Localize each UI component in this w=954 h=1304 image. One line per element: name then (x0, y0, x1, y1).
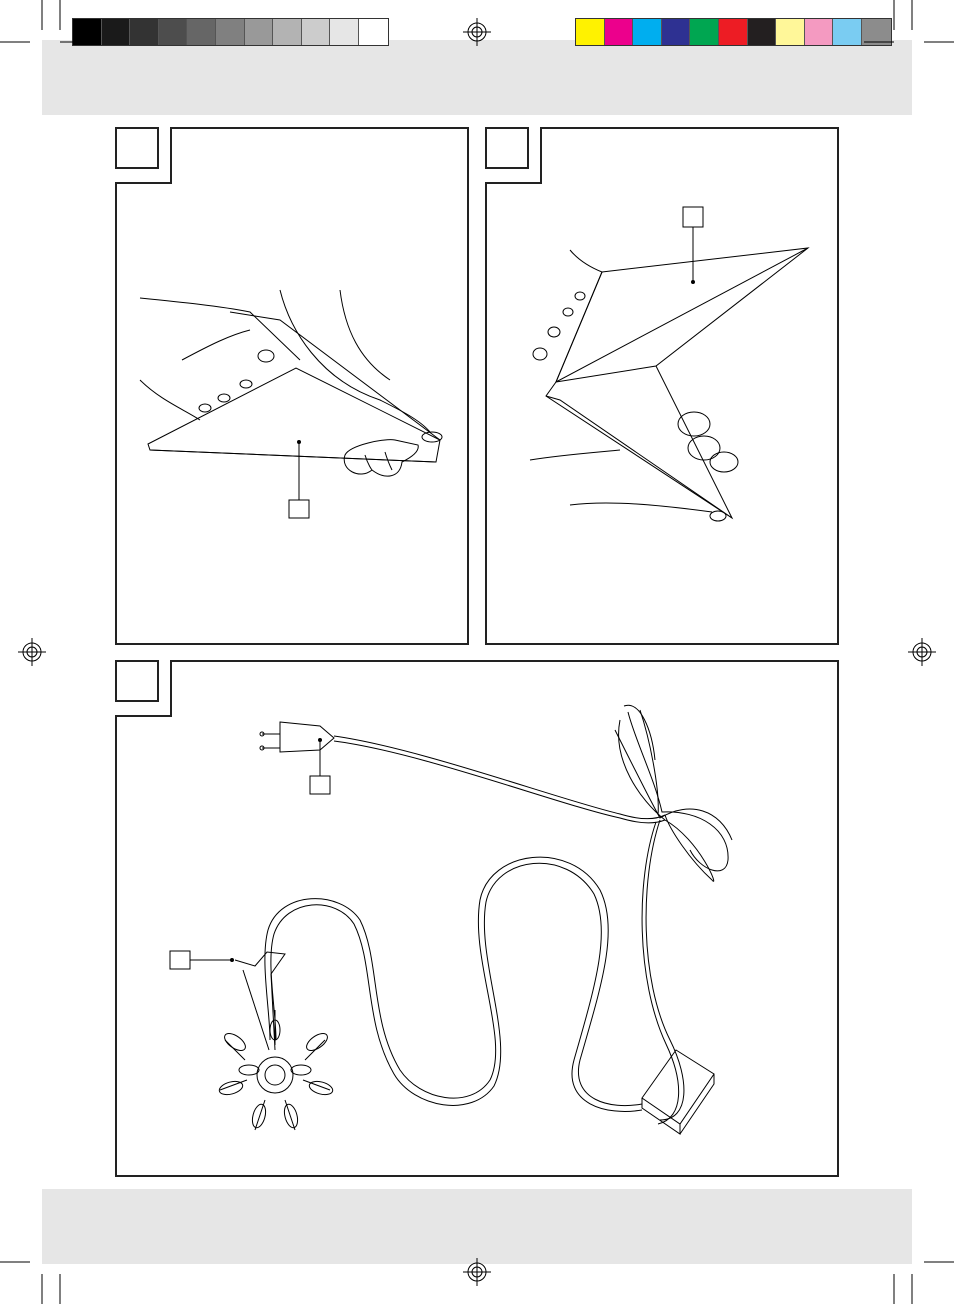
mains-plug (259, 721, 335, 795)
registration-mark-right (908, 638, 936, 666)
color-swatch (718, 19, 748, 45)
led-star-light (218, 951, 334, 1131)
figure-number-box-1 (115, 127, 159, 169)
figure-panel-1 (115, 127, 469, 645)
figure-panel-2 (485, 127, 839, 645)
color-swatch (776, 19, 805, 45)
gray-swatch (301, 19, 331, 45)
header-band (42, 40, 912, 115)
color-swatch (804, 19, 834, 45)
color-swatch (833, 19, 862, 45)
gray-swatch (101, 19, 131, 45)
gray-swatch (330, 19, 359, 45)
illustration-light-cable (169, 704, 733, 1135)
figure-panel-3 (115, 660, 839, 1177)
gray-swatch (130, 19, 159, 45)
color-swatch (861, 19, 891, 45)
footer-band (42, 1189, 912, 1264)
transformer-box (641, 1049, 715, 1135)
grayscale-color-bar (72, 18, 389, 46)
figure-number-box-3 (115, 660, 159, 702)
cable-coil (614, 704, 733, 882)
color-swatch (604, 19, 634, 45)
color-swatch (633, 19, 662, 45)
registration-mark-top (463, 18, 491, 46)
registration-mark-bottom (463, 1258, 491, 1286)
registration-mark-left (18, 638, 46, 666)
color-swatch (690, 19, 719, 45)
color-swatch (576, 19, 605, 45)
color-swatch (747, 19, 777, 45)
gray-swatch (187, 19, 216, 45)
gray-swatch (215, 19, 245, 45)
illustration-fold-star-edge (139, 289, 443, 519)
color-swatch (661, 19, 691, 45)
illustration-open-star-point (529, 206, 810, 522)
gray-swatch (273, 19, 302, 45)
process-color-bar (575, 18, 892, 46)
gray-swatch (358, 19, 388, 45)
figure-number-box-2 (485, 127, 529, 169)
gray-swatch (73, 19, 102, 45)
gray-swatch (158, 19, 188, 45)
gray-swatch (244, 19, 274, 45)
